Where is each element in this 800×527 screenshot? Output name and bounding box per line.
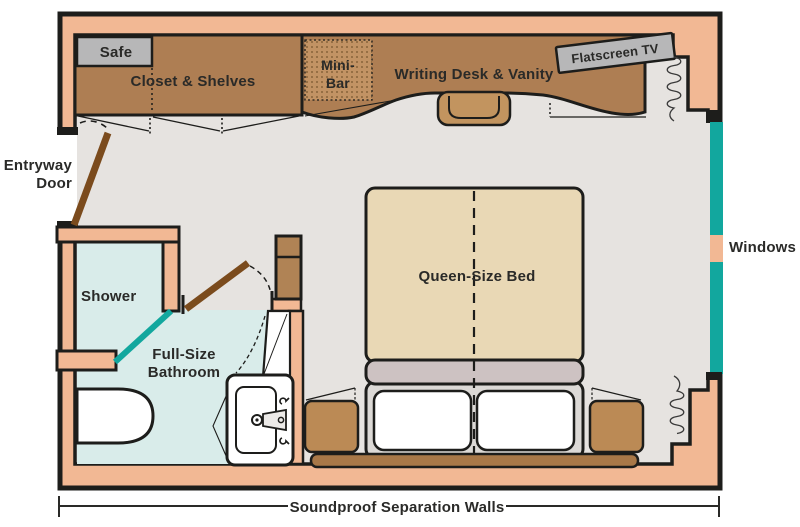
minibar-front-edge [304, 99, 397, 117]
bathroom-door-jamb-wall [270, 297, 303, 313]
sink-cabinet-door-swing [212, 393, 228, 459]
nightstand-right [588, 399, 645, 454]
closet-door-panel-2 [152, 116, 221, 132]
shower-notch-wall [55, 349, 118, 372]
minibar [304, 39, 373, 101]
closet-label: Closet & Shelves [131, 73, 256, 90]
toilet [75, 387, 155, 445]
desk-label: Writing Desk & Vanity [395, 66, 554, 83]
bathroom-swing-arc-inner [235, 315, 266, 374]
closet-door-panel-1 [77, 115, 150, 132]
bathroom-label-line1: Full-Size [152, 346, 215, 363]
window-cap-bottom [706, 372, 722, 380]
shower-right-wall [161, 240, 181, 313]
desk-chair-seat [448, 96, 500, 119]
safe [75, 35, 154, 68]
faucet-dot [255, 418, 259, 422]
soundproof-label: Soundproof Separation Walls [290, 499, 505, 516]
entry-label-line1: Entryway [4, 157, 73, 174]
safe-label: Safe [100, 44, 133, 61]
window-strip-upper [710, 122, 723, 235]
curtain-bottom-right [669, 375, 685, 435]
closet-door-panel-3 [222, 115, 300, 132]
vanity-counter-edge [263, 313, 288, 375]
entry-door-leaf [70, 131, 112, 227]
shower-door [112, 308, 174, 365]
window-mullion [710, 235, 723, 262]
storage-cabinet [274, 234, 303, 301]
nightstand-right-lamp-line [591, 387, 642, 401]
shower-label: Shower [81, 288, 136, 305]
bathroom-door-leaf [183, 260, 251, 312]
entry-door-opening [51, 134, 77, 222]
bed-label: Queen-Size Bed [419, 268, 536, 285]
windows-label: Windows [729, 239, 796, 256]
window-cap-top [706, 110, 722, 123]
tv-group: Flatscreen TV [554, 31, 677, 75]
entry-label-line2: Door [36, 175, 72, 192]
bathroom-label-line2: Bathroom [148, 364, 220, 381]
shower-top-wall [55, 225, 181, 244]
window-strip-lower [710, 262, 723, 374]
minibar-label-line1: Mini- [321, 57, 355, 73]
headboard [309, 452, 640, 469]
entry-jamb-top [57, 127, 78, 135]
faucet-handle-cold [279, 437, 290, 445]
pillow-left [372, 389, 473, 452]
faucet-spout [262, 408, 287, 432]
minibar-label-line2: Bar [326, 75, 350, 91]
pillow-right [475, 389, 576, 452]
bathroom-door-arc [249, 265, 272, 295]
nightstand-left-lamp-line [305, 387, 356, 401]
curtain-top-right [666, 56, 682, 122]
nightstand-left [303, 399, 360, 454]
faucet-handle-hot [279, 397, 290, 405]
entry-door-arc [79, 120, 108, 129]
flatscreen-tv [554, 31, 677, 75]
faucet-ring [277, 416, 285, 424]
